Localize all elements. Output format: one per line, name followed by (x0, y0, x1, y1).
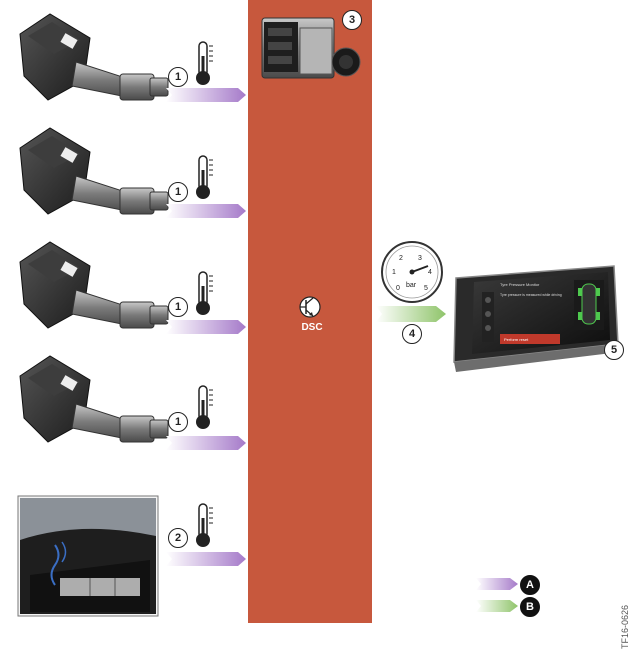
callout-3: 3 (342, 10, 362, 30)
purple-arrow (166, 436, 246, 450)
gauge-unit-label: bar (406, 282, 417, 289)
thermometer-icon (196, 504, 213, 547)
pressure-gauge-icon: 1 2 3 4 5 0 bar (382, 242, 442, 302)
tpms-sensor-4 (20, 356, 168, 442)
gauge-tick-label: 1 (392, 269, 396, 276)
tpms-sensor-2 (20, 128, 168, 214)
callout-2: 2 (168, 528, 188, 548)
thermometer-icon (196, 156, 213, 199)
callout-1: 1 (168, 67, 188, 87)
legend-badge-b: B (520, 597, 540, 617)
callout-1: 1 (168, 412, 188, 432)
legend-purple-arrow (476, 578, 518, 590)
dsc-label: DSC (292, 322, 332, 333)
legend-green-arrow (476, 600, 518, 612)
gauge-tick-label: 4 (428, 269, 432, 276)
callout-4: 4 (402, 324, 422, 344)
callout-1: 1 (168, 297, 188, 317)
central-information-display: Tyre Pressure Monitor Tyre pressure is m… (454, 266, 620, 372)
gauge-tick-label: 3 (418, 255, 422, 262)
tpms-sensor-1 (20, 14, 168, 100)
purple-arrow (166, 320, 246, 334)
gauge-tick-label: 5 (424, 285, 428, 292)
purple-arrow (166, 88, 246, 102)
screen-title: Tyre Pressure Monitor (500, 282, 540, 287)
purple-arrow (166, 552, 246, 566)
legend-badge-a: A (520, 575, 540, 595)
screen-reset-button: Perform reset (504, 337, 529, 342)
screen-message: Tyre pressure is measured while driving (500, 293, 562, 297)
green-arrow (376, 306, 446, 322)
diagram-canvas: 1 2 3 4 5 0 bar Tyre Pressure Monitor Ty… (0, 0, 638, 623)
callout-5: 5 (604, 340, 624, 360)
gauge-tick-label: 0 (396, 285, 400, 292)
thermometer-icon (196, 272, 213, 315)
figure-reference: TF16-0626 (620, 605, 630, 649)
purple-arrow (166, 204, 246, 218)
gauge-tick-label: 2 (399, 255, 403, 262)
window-sensor-photo (18, 496, 158, 616)
callout-1: 1 (168, 182, 188, 202)
tpms-sensor-3 (20, 242, 168, 328)
dsc-transistor-icon (300, 297, 320, 317)
thermometer-icon (196, 386, 213, 429)
thermometer-icon (196, 42, 213, 85)
